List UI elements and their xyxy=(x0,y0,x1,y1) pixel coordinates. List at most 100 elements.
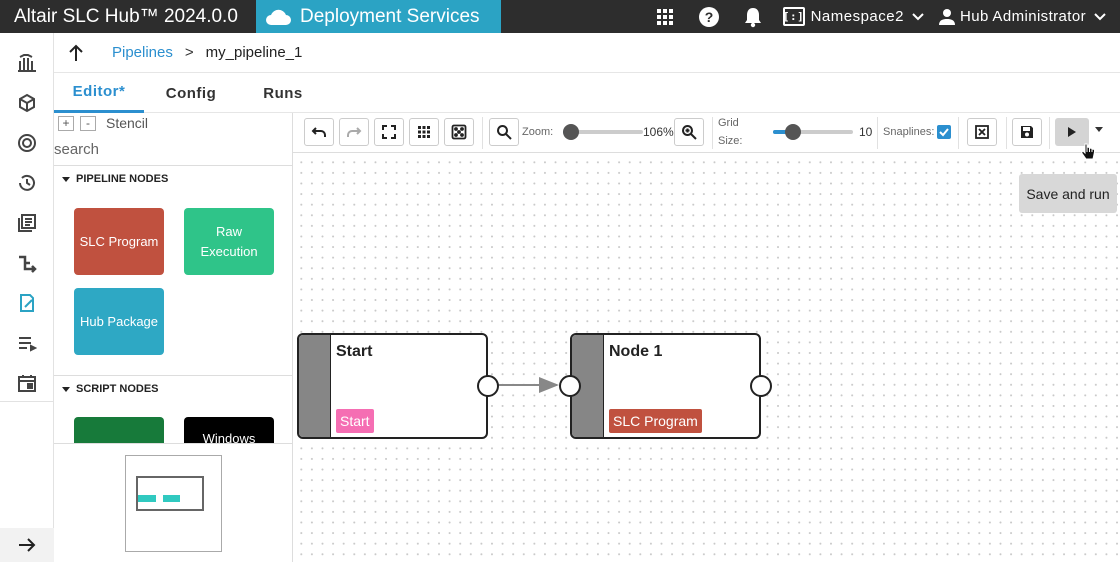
stencil-node-raw-execution[interactable]: Raw Execution xyxy=(184,208,274,275)
output-port[interactable] xyxy=(750,375,772,397)
zoom-label: Zoom: xyxy=(522,126,554,138)
grid-size-label: Grid xyxy=(718,117,739,129)
toolbar-divider xyxy=(877,117,878,149)
expand-all-button[interactable]: + xyxy=(58,115,74,131)
expand-rail-button[interactable] xyxy=(0,528,54,562)
group-title: PIPELINE NODES xyxy=(76,173,169,185)
up-button[interactable] xyxy=(54,33,98,73)
dice-icon xyxy=(451,124,467,140)
chevron-down-icon xyxy=(1094,12,1106,20)
arrow-right-icon xyxy=(19,538,36,552)
collapse-all-button[interactable]: - xyxy=(80,115,96,131)
pipeline-canvas[interactable]: Start Start Node 1 SLC Program xyxy=(293,153,1120,562)
canvas-toolbar: Zoom: 106% Grid Size: 10 Snaplines: xyxy=(293,113,1120,153)
toolbar-divider xyxy=(712,117,713,149)
node-title: Start xyxy=(336,343,373,360)
group-pipeline-nodes[interactable]: PIPELINE NODES xyxy=(54,166,292,192)
zoom-slider[interactable] xyxy=(563,124,643,140)
product-title: Altair SLC Hub™ 2024.0.0 xyxy=(14,5,238,27)
pipeline-nodes-grid: SLC Program Raw Execution Hub Package xyxy=(54,192,292,376)
pipeline-node-node-1[interactable]: Node 1 SLC Program xyxy=(559,333,772,439)
grid-size-slider[interactable] xyxy=(773,124,853,140)
user-name: Hub Administrator xyxy=(959,8,1086,25)
target-icon[interactable] xyxy=(0,123,54,163)
stencil-node-hub-package[interactable]: Hub Package xyxy=(74,288,164,355)
save-button[interactable] xyxy=(1012,118,1042,146)
tab-config[interactable]: Config xyxy=(165,84,217,102)
breadcrumb-current: my_pipeline_1 xyxy=(205,44,303,61)
minimap-node xyxy=(138,495,156,502)
minimap[interactable] xyxy=(54,443,292,562)
snaplines-label: Snaplines: xyxy=(883,126,935,138)
dashboard-icon[interactable] xyxy=(0,43,54,83)
minimap-node xyxy=(163,495,180,502)
run-options-dropdown[interactable] xyxy=(1095,127,1103,132)
grid-size-label-2: Size: xyxy=(718,135,743,147)
output-port[interactable] xyxy=(477,375,499,397)
hand-cursor-icon xyxy=(1080,143,1095,160)
grid-size-value: 10 xyxy=(859,125,873,139)
minimap-frame xyxy=(125,455,222,552)
queue-icon[interactable] xyxy=(0,323,54,363)
zoom-slider-knob[interactable] xyxy=(563,124,579,140)
minimap-viewport[interactable] xyxy=(136,476,204,511)
breadcrumb-pipelines-link[interactable]: Pipelines xyxy=(112,44,173,61)
fit-to-screen-button[interactable] xyxy=(374,118,404,146)
toolbar-divider xyxy=(958,117,959,149)
node-type-badge: Start xyxy=(336,409,374,433)
stencil-node-script[interactable] xyxy=(74,417,164,446)
breadcrumb-separator: > xyxy=(184,44,194,61)
user-menu[interactable]: Hub Administrator xyxy=(932,0,1120,33)
namespace-icon: [:] xyxy=(782,7,805,26)
service-title: Deployment Services xyxy=(256,0,501,33)
undo-button[interactable] xyxy=(304,118,334,146)
library-icon[interactable] xyxy=(0,203,54,243)
redo-button[interactable] xyxy=(339,118,369,146)
apps-grid-icon[interactable] xyxy=(643,0,687,33)
undo-icon xyxy=(311,127,326,137)
node-title: Node 1 xyxy=(609,343,663,360)
save-icon xyxy=(1021,126,1033,138)
group-title: SCRIPT NODES xyxy=(76,383,159,395)
stencil-search-input[interactable] xyxy=(54,140,284,158)
editor-icon[interactable] xyxy=(0,283,54,323)
stencil-title: Stencil xyxy=(106,115,149,131)
person-icon xyxy=(938,8,955,25)
zoom-in-button[interactable] xyxy=(674,118,704,146)
save-and-run-button[interactable] xyxy=(1055,118,1089,146)
package-icon[interactable] xyxy=(0,83,54,123)
node-handle xyxy=(299,335,331,437)
caret-down-icon xyxy=(62,386,70,392)
clear-canvas-button[interactable] xyxy=(967,118,997,146)
auto-layout-button[interactable] xyxy=(444,118,474,146)
grid-slider-knob[interactable] xyxy=(785,124,801,140)
zoom-out-icon xyxy=(497,125,512,140)
stencil-search-box xyxy=(54,133,292,166)
help-icon[interactable]: ? xyxy=(687,0,731,33)
toolbar-divider xyxy=(1006,117,1007,149)
chevron-down-icon xyxy=(912,12,924,20)
stencil-node-slc-program[interactable]: SLC Program xyxy=(74,208,164,275)
play-icon xyxy=(1068,127,1076,137)
tab-editor[interactable]: Editor* xyxy=(54,73,144,113)
namespace-selector[interactable]: [:] Namespace2 xyxy=(775,0,932,33)
snaplines-checkbox[interactable] xyxy=(937,125,951,139)
bell-icon[interactable] xyxy=(731,0,775,33)
history-icon[interactable] xyxy=(0,163,54,203)
save-and-run-tooltip: Save and run xyxy=(1019,174,1117,213)
zoom-value: 106% xyxy=(643,125,674,139)
stencil-header: + - Stencil xyxy=(54,113,292,133)
calendar-icon[interactable] xyxy=(0,363,54,403)
stencil-node-windows[interactable]: Windows xyxy=(184,417,274,446)
zoom-out-button[interactable] xyxy=(489,118,519,146)
editor-tabs: Editor* Config Runs xyxy=(54,73,1120,113)
script-nodes-grid: Windows xyxy=(54,402,292,446)
pipeline-icon[interactable] xyxy=(0,243,54,283)
rail-divider xyxy=(0,401,54,402)
input-port[interactable] xyxy=(559,375,581,397)
group-script-nodes[interactable]: SCRIPT NODES xyxy=(54,376,292,402)
grid-icon xyxy=(418,126,430,138)
grid-toggle-button[interactable] xyxy=(409,118,439,146)
pipeline-node-start[interactable]: Start Start xyxy=(297,333,499,439)
tab-runs[interactable]: Runs xyxy=(263,84,303,102)
